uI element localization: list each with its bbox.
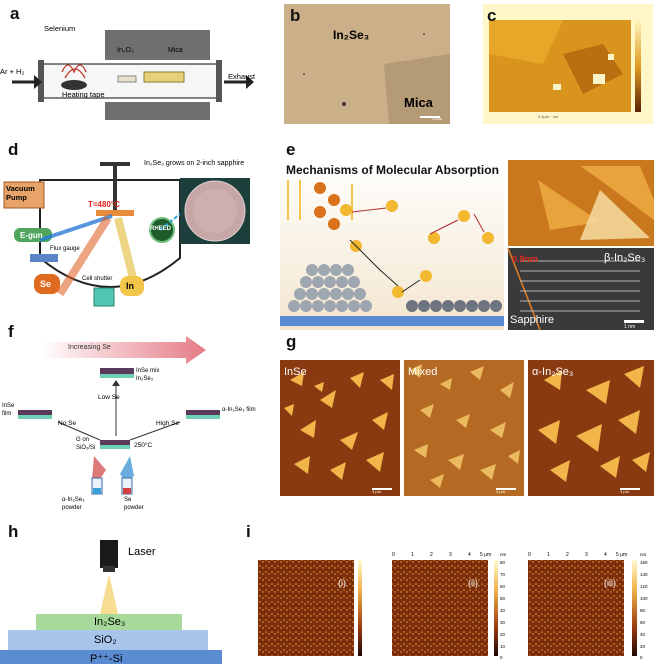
cb2-6: 20	[500, 632, 506, 637]
temp-label-f: 250°C	[134, 442, 153, 449]
g-scale-2: 4 μm	[496, 489, 505, 494]
g-on-label: G on SiO₂/Si	[76, 437, 96, 451]
low-se-label: Low Se	[98, 394, 120, 401]
i2-tick-4: 4	[468, 552, 471, 558]
cb3-unit: nm	[640, 552, 647, 557]
cb2-0: 80	[500, 560, 506, 565]
i2-tick-2: 2	[430, 552, 433, 558]
cb3-1: 140	[640, 572, 648, 577]
panel-label-f: f	[8, 322, 14, 341]
cb2-3: 50	[500, 596, 506, 601]
g-scale-3: 4 μm	[620, 489, 629, 494]
panel-label-a: a	[10, 4, 20, 23]
cb3-4: 80	[640, 608, 646, 613]
cb3-3: 100	[640, 596, 648, 601]
panel-a-diagram	[10, 20, 272, 120]
scale-label-b: 10μm	[432, 116, 443, 121]
i3-tick-0: 0	[528, 552, 531, 558]
beta-phase-label: β-In₂Se₃	[604, 252, 646, 264]
g-label-alpha: α-In₂Se₃	[532, 366, 574, 378]
cb2-unit: nm	[500, 552, 507, 557]
mica-label-b: Mica	[404, 95, 433, 110]
cb2-5: 30	[500, 620, 506, 625]
cb2-2: 60	[500, 584, 506, 589]
panel-e-diagram	[280, 160, 654, 330]
cb2-8: 0	[500, 655, 503, 660]
se-cell-label: Se	[40, 279, 52, 289]
in-cell-label: In	[126, 281, 134, 291]
panel-label-d: d	[8, 140, 19, 159]
i2-tick-5: 5 μm	[480, 552, 492, 558]
g-label-mixed: Mixed	[408, 366, 438, 378]
cell-shutter-label: Cell shutter	[82, 276, 113, 282]
exhaust-label: Exhaust	[228, 72, 256, 81]
dimension-label: 0.9nm	[512, 254, 539, 264]
panel-label-i: i	[246, 522, 251, 541]
panel-label-e: e	[286, 140, 296, 159]
vacuum-pump-label: Vacuum Pump	[6, 184, 35, 202]
si-layer-label: P⁺⁺-Si	[90, 653, 123, 665]
i2-tick-3: 3	[449, 552, 452, 558]
alpha-film-label: α-In₂Se₃ film	[222, 407, 256, 413]
gas-inlet-label: Ar + H₂	[0, 67, 25, 76]
mix-label: InSe mix In₂Se₃	[136, 368, 160, 382]
panel-c-afm	[483, 4, 653, 124]
panel-b-micrograph	[284, 4, 450, 124]
panel-i-afm	[240, 546, 660, 664]
inse-film-label: InSe film	[2, 403, 15, 417]
panel-f-diagram	[0, 336, 276, 526]
roman-label-1: (i)	[338, 578, 346, 588]
high-se-label: High Se	[156, 420, 180, 427]
panel-label-h: h	[8, 522, 19, 541]
roman-label-3: (iii)	[604, 578, 616, 588]
cb2-4: 40	[500, 608, 506, 613]
i3-tick-1: 1	[547, 552, 550, 558]
cb2-1: 70	[500, 572, 506, 577]
no-se-label: No Se	[58, 420, 77, 427]
cb3-8: 0	[640, 655, 643, 660]
cb3-2: 120	[640, 584, 648, 589]
split-furnace-label: Split Furnace	[127, 21, 178, 30]
panel-label-b: b	[290, 6, 301, 25]
cb2-7: 10	[500, 644, 506, 649]
cb3-0: 160	[640, 560, 648, 565]
i3-tick-3: 3	[585, 552, 588, 558]
panel-label-g: g	[286, 332, 297, 351]
panel-h-diagram	[0, 530, 236, 664]
sapphire-label: Sapphire	[510, 314, 555, 326]
roman-label-2: (ii)	[468, 578, 478, 588]
panel-g-afm	[280, 360, 654, 496]
panel-label-c: c	[487, 6, 497, 25]
in2se3-layer-label: In₂Se₃	[94, 616, 126, 628]
g-scale-1: 4 μm	[372, 489, 381, 494]
cb3-6: 40	[640, 632, 646, 637]
mechanisms-title: Mechanisms of Molecular Absorption	[286, 163, 499, 177]
rheed-label: RHEED	[150, 226, 172, 232]
scale-label-c: 0.4μm · nm	[538, 114, 559, 119]
cb3-7: 20	[640, 644, 646, 649]
i2-tick-1: 1	[411, 552, 414, 558]
i3-tick-4: 4	[604, 552, 607, 558]
panel-d-mbe-diagram	[0, 158, 282, 310]
scale-label-e: 1 nm	[624, 324, 636, 330]
flux-gauge-label: Flux gauge	[50, 246, 80, 252]
in2se3-label-b: In₂Se₃	[333, 28, 370, 42]
g-label-inse: InSe	[284, 366, 307, 378]
i3-tick-2: 2	[566, 552, 569, 558]
sio2-layer-label: SiO₂	[94, 634, 117, 646]
in2o3-label: In₂O₃	[117, 47, 134, 54]
increasing-se-label: Increasing Se	[68, 344, 111, 351]
heating-tape-label: Heating tape	[62, 90, 105, 99]
mica-label-a: Mica	[168, 47, 183, 54]
powder2-label: Se powder	[124, 497, 144, 511]
temperature-label-d: T=480°C	[88, 200, 120, 209]
egun-label: E-gun	[20, 231, 43, 240]
cb3-5: 60	[640, 620, 646, 625]
selenium-label: Selenium	[44, 24, 76, 33]
i3-tick-5: 5 μm	[616, 552, 628, 558]
powder1-label: α-In₂Se₃ powder	[62, 497, 85, 511]
sapphire-caption: In₂Se₃ grows on 2-inch sapphire	[144, 160, 245, 167]
i2-tick-0: 0	[392, 552, 395, 558]
laser-label: Laser	[128, 546, 156, 558]
